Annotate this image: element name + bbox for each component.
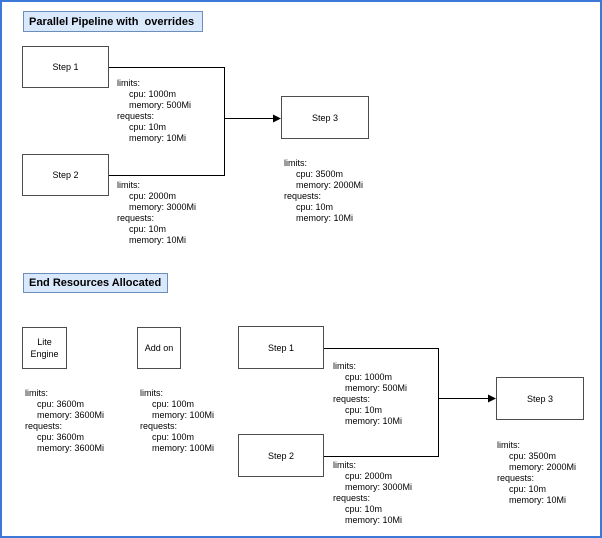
resource-line: requests: xyxy=(333,493,371,503)
resource-line: cpu: 2000m xyxy=(345,471,393,481)
resource-line: requests: xyxy=(117,111,155,121)
node-allocated-step2: Step 2 xyxy=(238,434,324,477)
resource-line: limits: xyxy=(140,388,163,398)
resource-line: requests: xyxy=(284,191,322,201)
resource-line: requests: xyxy=(333,394,371,404)
resource-line: memory: 10Mi xyxy=(296,213,354,223)
node-add-on: Add on xyxy=(137,327,181,369)
resource-line: memory: 10Mi xyxy=(129,133,187,143)
resource-line: requests: xyxy=(25,421,63,431)
node-lite-engine: Lite Engine xyxy=(22,327,67,369)
resource-line: memory: 500Mi xyxy=(129,100,192,110)
resource-line: memory: 500Mi xyxy=(345,383,408,393)
resource-line: cpu: 3500m xyxy=(509,451,557,461)
resource-line: memory: 10Mi xyxy=(509,495,567,505)
resource-line: cpu: 3600m xyxy=(37,399,85,409)
resource-line: memory: 100Mi xyxy=(152,443,215,453)
resource-line: memory: 3000Mi xyxy=(129,202,197,212)
resource-annotation-pipeline-step2: limits: cpu: 2000m memory: 3000Mi reques… xyxy=(117,180,196,246)
resource-line: memory: 2000Mi xyxy=(296,180,364,190)
resource-line: memory: 10Mi xyxy=(345,416,403,426)
resource-line: limits: xyxy=(333,361,356,371)
resource-line: cpu: 10m xyxy=(129,224,167,234)
resource-line: cpu: 1000m xyxy=(345,372,393,382)
resource-line: requests: xyxy=(140,421,178,431)
resource-line: cpu: 10m xyxy=(129,122,167,132)
section-title-end-resources: End Resources Allocated xyxy=(23,273,168,293)
resource-line: memory: 10Mi xyxy=(345,515,403,525)
resource-line: requests: xyxy=(497,473,535,483)
resource-line: cpu: 10m xyxy=(345,504,383,514)
resource-line: cpu: 3500m xyxy=(296,169,344,179)
resource-line: memory: 3000Mi xyxy=(345,482,413,492)
node-allocated-step3: Step 3 xyxy=(496,377,584,420)
resource-annotation-add-on: limits: cpu: 100m memory: 100Mi requests… xyxy=(140,388,214,454)
resource-line: cpu: 100m xyxy=(152,399,195,409)
resource-line: limits: xyxy=(497,440,520,450)
resource-line: memory: 2000Mi xyxy=(509,462,577,472)
node-allocated-step1: Step 1 xyxy=(238,326,324,369)
resource-line: cpu: 100m xyxy=(152,432,195,442)
arrowhead-allocated-step3 xyxy=(488,394,496,403)
resource-line: cpu: 10m xyxy=(345,405,383,415)
resource-line: memory: 100Mi xyxy=(152,410,215,420)
node-pipeline-step1: Step 1 xyxy=(22,46,109,88)
resource-line: cpu: 2000m xyxy=(129,191,177,201)
resource-annotation-allocated-step2: limits: cpu: 2000m memory: 3000Mi reques… xyxy=(333,460,412,526)
resource-line: limits: xyxy=(333,460,356,470)
resource-annotation-allocated-step3: limits: cpu: 3500m memory: 2000Mi reques… xyxy=(497,440,576,506)
resource-line: limits: xyxy=(25,388,48,398)
resource-line: limits: xyxy=(117,180,140,190)
resource-line: memory: 3600Mi xyxy=(37,443,105,453)
resource-annotation-allocated-step1: limits: cpu: 1000m memory: 500Mi request… xyxy=(333,361,407,427)
resource-line: cpu: 3600m xyxy=(37,432,85,442)
resource-line: cpu: 1000m xyxy=(129,89,177,99)
resource-line: cpu: 10m xyxy=(296,202,334,212)
resource-line: requests: xyxy=(117,213,155,223)
resource-line: memory: 10Mi xyxy=(129,235,187,245)
node-pipeline-step3: Step 3 xyxy=(281,96,369,139)
section-title-parallel-pipeline: Parallel Pipeline with overrides xyxy=(23,11,203,32)
resource-annotation-lite-engine: limits: cpu: 3600m memory: 3600Mi reques… xyxy=(25,388,104,454)
resource-line: memory: 3600Mi xyxy=(37,410,105,420)
arrowhead-pipeline-step3 xyxy=(273,114,281,123)
node-pipeline-step2: Step 2 xyxy=(22,154,109,196)
resource-line: cpu: 10m xyxy=(509,484,547,494)
resource-line: limits: xyxy=(284,158,307,168)
resource-line: limits: xyxy=(117,78,140,88)
resource-annotation-pipeline-step3: limits: cpu: 3500m memory: 2000Mi reques… xyxy=(284,158,363,224)
resource-annotation-pipeline-step1: limits: cpu: 1000m memory: 500Mi request… xyxy=(117,78,191,144)
